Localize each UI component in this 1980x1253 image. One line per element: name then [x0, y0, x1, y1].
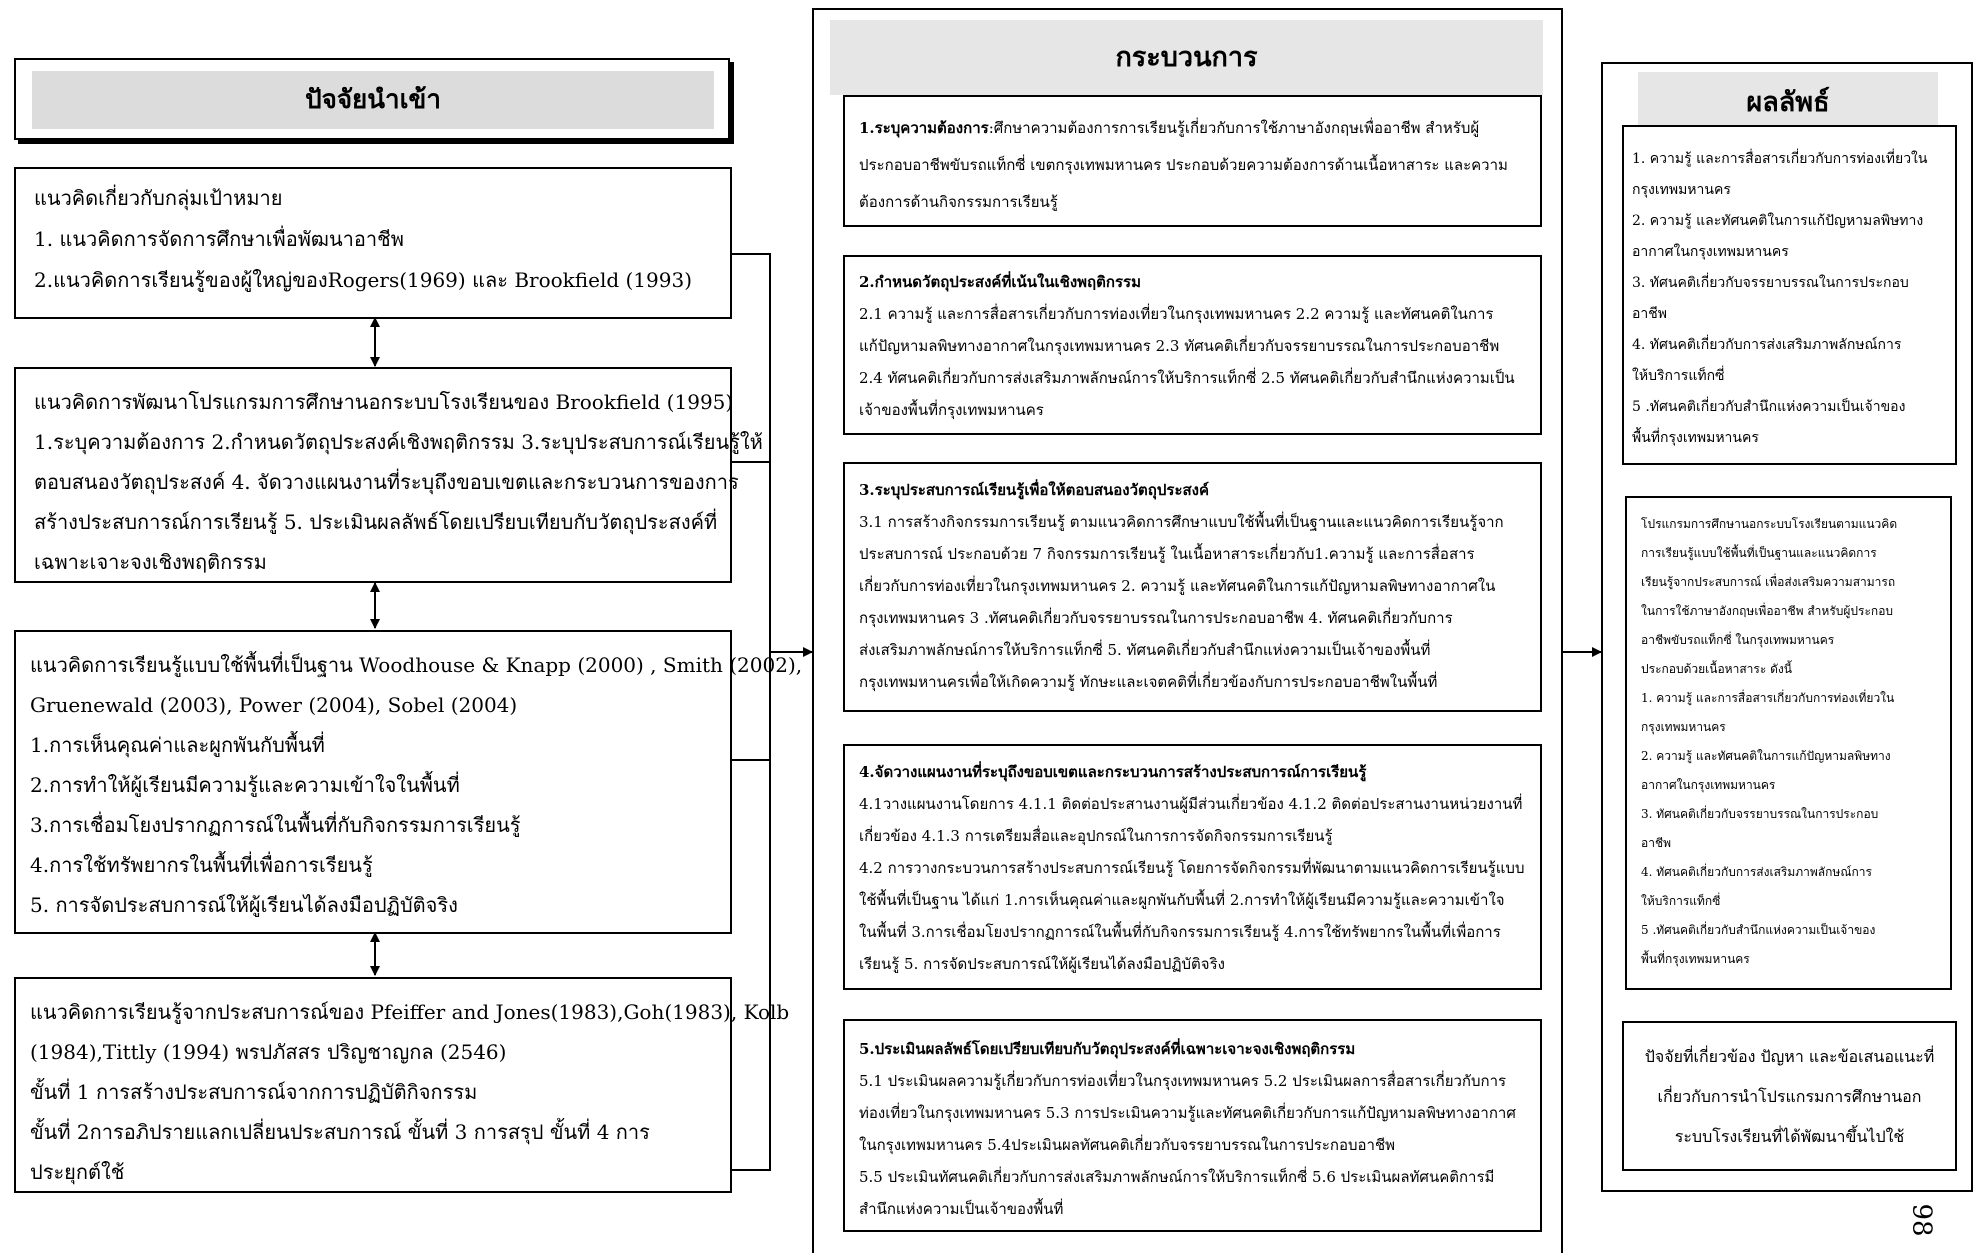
text-line: ในการใช้ภาษาอังกฤษเพื่ออาชีพ สำหรับผู้ปร… [1641, 604, 1894, 618]
process-step-2: 2.กำหนดวัตถุประสงค์ที่เน้นในเชิงพฤติกรรม… [843, 255, 1542, 435]
text-line: ในกรุงเทพมหานคร 5.4ประเมินผลทัศนคติเกี่ย… [859, 1136, 1396, 1154]
text-line: :ศึกษาความต้องการการเรียนรู้เกี่ยวกับการ… [988, 119, 1480, 137]
text-line: การเรียนรู้แบบใช้พื้นที่เป็นฐานและแนวคิด… [1641, 546, 1877, 560]
text-line: 2.การทำให้ผู้เรียนมีความรู้และความเข้าใจ… [30, 773, 460, 797]
step-heading: 4.จัดวางแผนงานที่ระบุถึงขอบเขตและกระบวนก… [859, 763, 1367, 781]
text-line: อากาศในกรุงเทพมหานคร [1641, 778, 1776, 792]
input-title-box: ปัจจัยนำเข้า [14, 58, 730, 140]
text-line: อาชีพ [1641, 836, 1671, 850]
page-number: 98 [1906, 1203, 1937, 1237]
text-line: 2. ความรู้ และทัศนคติในการแก้ปัญหามลพิษท… [1641, 749, 1891, 763]
text-line: กรุงเทพมหานคร 3 .ทัศนคติเกี่ยวกับจรรยาบร… [859, 609, 1453, 627]
step-heading: 3.ระบุประสบการณ์เรียนรู้เพื่อให้ตอบสนองว… [859, 481, 1210, 499]
text-line: เกี่ยวกับการนำโปรแกรมการศึกษานอก [1657, 1087, 1922, 1106]
process-step-5: 5.ประเมินผลลัพธ์โดยเปรียบเทียบกับวัตถุปร… [843, 1019, 1542, 1232]
process-title: กระบวนการ [830, 20, 1543, 95]
text-line: อาชีพขับรถแท็กซี่ ในกรุงเทพมหานคร [1641, 633, 1835, 647]
text-line: Gruenewald (2003), Power (2004), Sobel (… [30, 693, 518, 717]
process-step-4: 4.จัดวางแผนงานที่ระบุถึงขอบเขตและกระบวนก… [843, 744, 1542, 990]
text-line: สำนึกแห่งความเป็นเจ้าของพื้นที่ [859, 1200, 1064, 1218]
text-line: 1. ความรู้ และการสื่อสารเกี่ยวกับการท่อง… [1641, 691, 1895, 705]
process-step-1: 1.ระบุความต้องการ:ศึกษาความต้องการการเรี… [843, 95, 1542, 227]
step-heading: 1.ระบุความต้องการ [859, 119, 989, 137]
text-line: ปัจจัยที่เกี่ยวข้อง ปัญหา และข้อเสนอแนะท… [1644, 1047, 1935, 1066]
text-line: แก้ปัญหามลพิษทางอากาศในกรุงเทพมหานคร 2.3… [859, 337, 1500, 355]
text-line: 2.แนวคิดการเรียนรู้ของผู้ใหญ่ของRogers(1… [34, 268, 693, 292]
text-line: ตอบสนองวัตถุประสงค์ 4. จัดวางแผนงานที่ระ… [34, 470, 739, 494]
text-line: 5 .ทัศนคติเกี่ยวกับสำนึกแห่งความเป็นเจ้า… [1641, 923, 1876, 937]
text-line: ท่องเที่ยวในกรุงเทพมหานคร 5.3 การประเมิน… [859, 1104, 1516, 1122]
input-box-experiential-learning: แนวคิดการเรียนรู้จากประสบการณ์ของ Pfeiff… [14, 977, 790, 1193]
text-line: เรียนรู้ 5. การจัดประสบการณ์ให้ผู้เรียนไ… [859, 955, 1225, 973]
input-box-place-based-learning: แนวคิดการเรียนรู้แบบใช้พื้นที่เป็นฐาน Wo… [14, 630, 803, 934]
text-line: พื้นที่กรุงเทพมหานคร [1641, 952, 1750, 966]
text-line: 2.4 ทัศนคติเกี่ยวกับการส่งเสริมภาพลักษณ์… [859, 369, 1515, 387]
text-line: 4.2 การวางกระบวนการสร้างประสบการณ์เรียนร… [859, 859, 1525, 877]
text-line: 3.1 การสร้างกิจกรรมการเรียนรู้ ตามแนวคิด… [859, 513, 1504, 531]
text-line: ต้องการด้านกิจกรรมการเรียนรู้ [859, 193, 1058, 211]
text-line: เกี่ยวกับการท่องเที่ยวในกรุงเทพมหานคร 2.… [859, 577, 1496, 595]
text-line: ประยุกต์ใช้ [30, 1160, 125, 1184]
text-line: อากาศในกรุงเทพมหานคร [1632, 244, 1789, 260]
text-line: ให้บริการแท็กซี่ [1641, 894, 1721, 908]
text-line: เรียนรู้จากประสบการณ์ เพื่อส่งเสริมความส… [1641, 575, 1896, 589]
step-heading: 2.กำหนดวัตถุประสงค์ที่เน้นในเชิงพฤติกรรม [859, 273, 1141, 291]
text-line: ประกอบด้วยเนื้อหาสาระ ดังนี้ [1641, 662, 1792, 676]
text-line: (1984),Tittly (1994) พรปภัสสร ปริญชาญกล … [30, 1040, 507, 1064]
text-line: ให้บริการแท็กซี่ [1632, 368, 1725, 384]
text-line: ประกอบอาชีพขับรถแท็กซี่ เขตกรุงเทพมหานคร… [859, 156, 1508, 174]
text-line: เจ้าของพื้นที่กรุงเทพมหานคร [859, 401, 1044, 419]
text-line: พื้นที่กรุงเทพมหานคร [1632, 430, 1759, 446]
results-outcomes-box: 1. ความรู้ และการสื่อสารเกี่ยวกับการท่อง… [1622, 125, 1957, 465]
step-heading: 5.ประเมินผลลัพธ์โดยเปรียบเทียบกับวัตถุปร… [859, 1040, 1356, 1058]
text-line: ในพื้นที่ 3.การเชื่อมโยงปรากฏการณ์ในพื้น… [859, 923, 1501, 941]
text-line: 3. ทัศนคติเกี่ยวกับจรรยาบรรณในการประกอบ [1641, 807, 1879, 821]
text-line: ขั้นที่ 1 การสร้างประสบการณ์จากการปฏิบัต… [30, 1080, 478, 1104]
bracket-left [730, 253, 771, 1171]
text-line: 4.1วางแผนงานโดยการ 4.1.1 ติดต่อประสานงาน… [859, 795, 1523, 813]
text-line: 1. ความรู้ และการสื่อสารเกี่ยวกับการท่อง… [1632, 151, 1928, 167]
text-line: ขั้นที่ 2การอภิปรายแลกเปลี่ยนประสบการณ์ … [30, 1120, 650, 1144]
text-line: แนวคิดเกี่ยวกับกลุ่มเป้าหมาย [34, 186, 283, 210]
text-line: แนวคิดการพัฒนาโปรแกรมการศึกษานอกระบบโรงเ… [34, 390, 734, 414]
text-line: สร้างประสบการณ์การเรียนรู้ 5. ประเมินผลล… [34, 510, 718, 534]
text-line: 4.การใช้ทรัพยากรในพื้นที่เพื่อการเรียนรู… [30, 853, 373, 877]
text-line: กรุงเทพมหานคร [1641, 720, 1726, 734]
text-line: แนวคิดการเรียนรู้จากประสบการณ์ของ Pfeiff… [30, 1000, 790, 1024]
text-line: ประสบการณ์ ประกอบด้วย 7 กิจกรรมการเรียนร… [859, 545, 1475, 563]
results-title: ผลลัพธ์ [1638, 72, 1938, 134]
text-line: 5.1 ประเมินผลความรู้เกี่ยวกับการท่องเที่… [859, 1072, 1507, 1090]
text-line: 4. ทัศนคติเกี่ยวกับการส่งเสริมภาพลักษณ์ก… [1632, 337, 1902, 353]
input-box-target-group: แนวคิดเกี่ยวกับกลุ่มเป้าหมาย 1. แนวคิดกา… [14, 167, 732, 319]
text-line: กรุงเทพมหานครเพื่อให้เกิดความรู้ ทักษะแล… [859, 673, 1438, 691]
text-line: เฉพาะเจาะจงเชิงพฤติกรรม [34, 550, 267, 574]
text-line: ส่งเสริมภาพลักษณ์การให้บริการแท็กซี่ 5. … [859, 641, 1431, 659]
text-line: 1.การเห็นคุณค่าและผูกพันกับพื้นที่ [30, 733, 325, 757]
input-box-program-development: แนวคิดการพัฒนาโปรแกรมการศึกษานอกระบบโรงเ… [14, 367, 763, 583]
text-line: แนวคิดการเรียนรู้แบบใช้พื้นที่เป็นฐาน Wo… [30, 653, 803, 677]
text-line: 4. ทัศนคติเกี่ยวกับการส่งเสริมภาพลักษณ์ก… [1641, 865, 1872, 879]
text-line: 3. ทัศนคติเกี่ยวกับจรรยาบรรณในการประกอบ [1632, 275, 1909, 291]
text-line: 2. ความรู้ และทัศนคติในการแก้ปัญหามลพิษท… [1632, 213, 1924, 229]
text-line: ระบบโรงเรียนที่ได้พัฒนาขึ้นไปใช้ [1674, 1127, 1905, 1146]
text-line: 2.1 ความรู้ และการสื่อสารเกี่ยวกับการท่อ… [859, 305, 1494, 323]
text-line: โปรแกรมการศึกษานอกระบบโรงเรียนตามแนวคิด [1641, 517, 1898, 531]
text-line: 5.5 ประเมินทัศนคติเกี่ยวกับการส่งเสริมภา… [859, 1168, 1495, 1186]
text-line: ใช้พื้นที่เป็นฐาน ได้แก่ 1.การเห็นคุณค่า… [859, 891, 1505, 909]
text-line: เกี่ยวข้อง 4.1.3 การเตรียมสื่อและอุปกรณ์… [859, 827, 1333, 845]
text-line: กรุงเทพมหานคร [1632, 182, 1731, 198]
results-factors-box: ปัจจัยที่เกี่ยวข้อง ปัญหา และข้อเสนอแนะท… [1622, 1021, 1957, 1171]
text-line: 5. การจัดประสบการณ์ให้ผู้เรียนได้ลงมือปฏ… [30, 893, 458, 917]
input-title: ปัจจัยนำเข้า [32, 71, 714, 129]
text-line: 3.การเชื่อมโยงปรากฏการณ์ในพื้นที่กับกิจก… [30, 813, 521, 837]
text-line: 5 .ทัศนคติเกี่ยวกับสำนึกแห่งความเป็นเจ้า… [1632, 399, 1906, 415]
text-line: 1.ระบุความต้องการ 2.กำหนดวัตถุประสงค์เชิ… [34, 430, 763, 454]
text-line: อาชีพ [1632, 306, 1667, 322]
process-step-3: 3.ระบุประสบการณ์เรียนรู้เพื่อให้ตอบสนองว… [843, 462, 1542, 712]
text-line: 1. แนวคิดการจัดการศึกษาเพื่อพัฒนาอาชีพ [34, 227, 404, 251]
results-program-box: โปรแกรมการศึกษานอกระบบโรงเรียนตามแนวคิด … [1625, 496, 1952, 990]
